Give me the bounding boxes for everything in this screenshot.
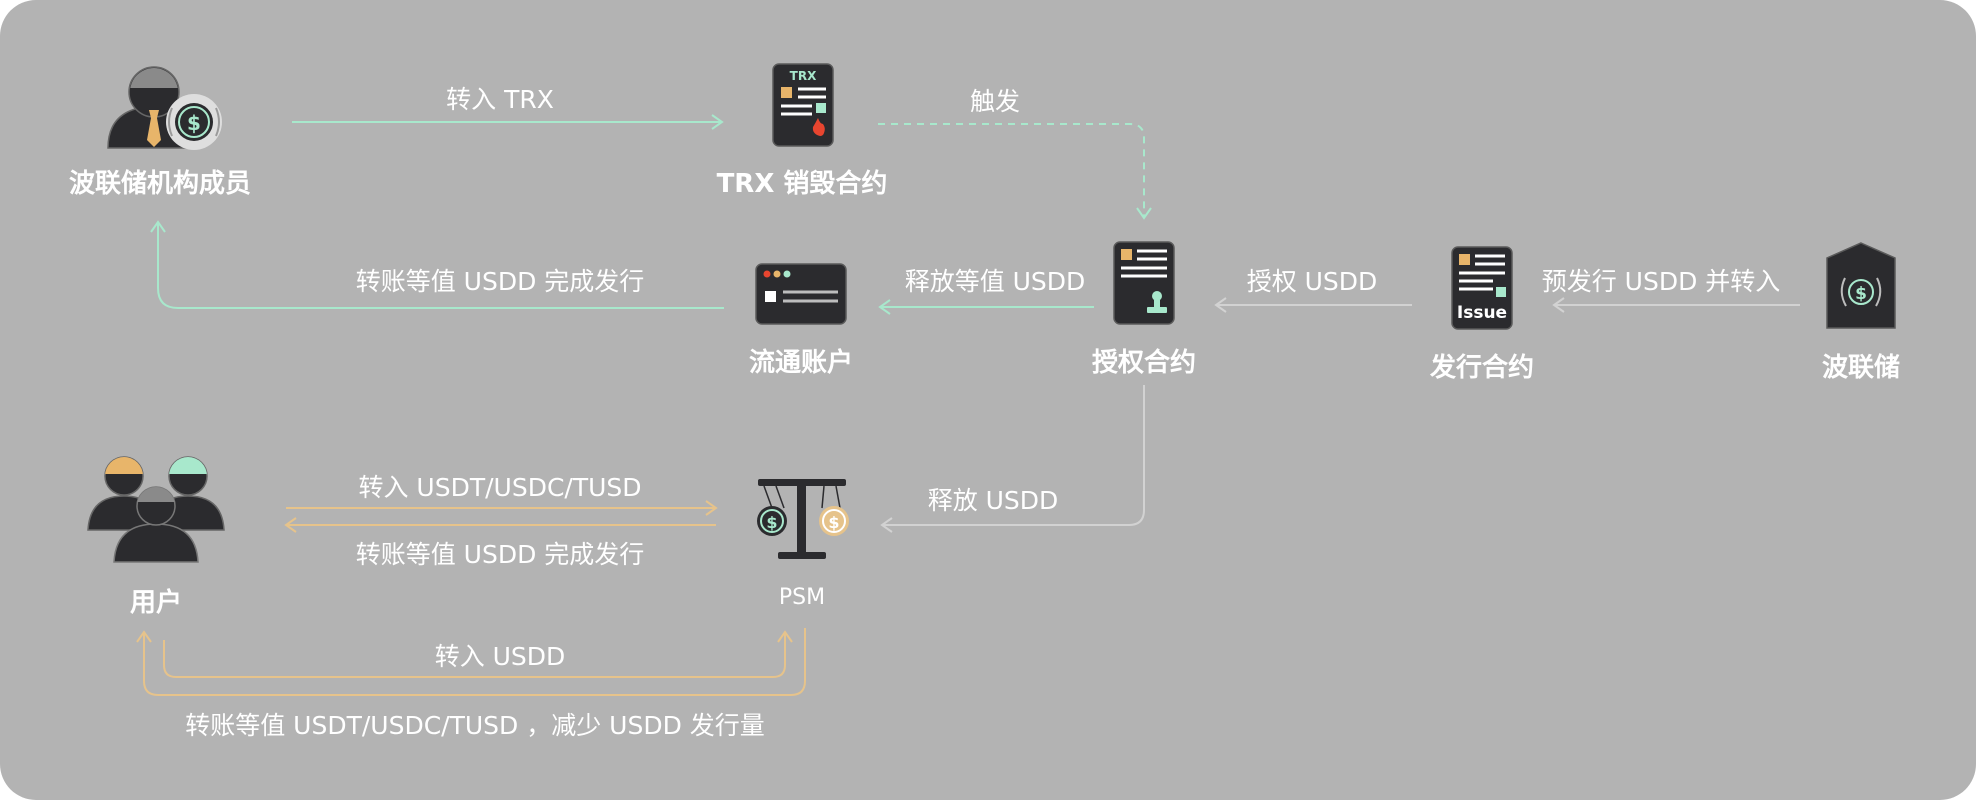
member-with-coin-icon: $	[107, 66, 222, 150]
psm-label: PSM	[778, 585, 826, 610]
edge-release	[880, 385, 1145, 533]
edge-authorize	[1214, 297, 1412, 313]
edge-label-release: 释放 USDD	[927, 486, 1059, 515]
edge-transfer-trx	[292, 114, 724, 130]
svg-text:$: $	[766, 513, 777, 532]
balance-scale-icon: $ $	[757, 479, 849, 559]
edge-transfer-equal-complete-top	[150, 220, 724, 309]
reserve-shield-icon: $	[1826, 242, 1896, 329]
circulation-label: 流通账户	[748, 348, 854, 378]
edge-label-transfer-back-reduce: 转账等值 USDT/USDC/TUSD ，减少 USDD 发行量	[185, 711, 765, 740]
users-label: 用户	[129, 588, 183, 618]
edge-preissue	[1552, 297, 1800, 313]
edge-transfer-usdd	[163, 630, 793, 678]
issue-document-icon: Issue	[1451, 246, 1513, 330]
account-window-icon	[755, 263, 847, 325]
edge-label-transfer-equal-complete-top: 转账等值 USDD 完成发行	[355, 267, 645, 296]
issue-badge: Issue	[1457, 303, 1507, 323]
authorization-label: 授权合约	[1091, 348, 1197, 378]
trx-badge: TRX	[790, 69, 817, 83]
edge-label-transfer-stables: 转入 USDT/USDC/TUSD	[358, 473, 642, 502]
edge-label-transfer-trx: 转入 TRX	[446, 85, 554, 114]
burn-document-icon: TRX	[772, 63, 834, 147]
member-label: 波联储机构成员	[68, 169, 252, 199]
edge-release-equal	[878, 299, 1094, 315]
edge-label-trigger: 触发	[969, 87, 1021, 116]
edge-transfer-back-reduce	[136, 628, 806, 696]
edge-label-preissue: 预发行 USDD 并转入	[1541, 267, 1781, 296]
edge-label-transfer-usdd: 转入 USDD	[434, 642, 566, 671]
stamp-document-icon	[1113, 241, 1175, 325]
svg-text:$: $	[1855, 284, 1867, 304]
edge-transfer-stables	[286, 500, 718, 516]
trx-burn-label: TRX 销毁合约	[716, 169, 888, 199]
reserve-label: 波联储	[1821, 353, 1901, 383]
edge-trigger	[878, 123, 1152, 220]
svg-text:$: $	[828, 513, 839, 532]
edge-label-transfer-equal-complete-bottom: 转账等值 USDD 完成发行	[355, 540, 645, 569]
svg-text:$: $	[187, 111, 201, 135]
edge-transfer-equal-complete-bottom	[284, 517, 716, 533]
edge-label-authorize: 授权 USDD	[1246, 267, 1378, 296]
users-group-icon	[87, 456, 225, 563]
issuance-label: 发行合约	[1429, 353, 1535, 383]
edge-label-release-equal: 释放等值 USDD	[904, 267, 1086, 296]
